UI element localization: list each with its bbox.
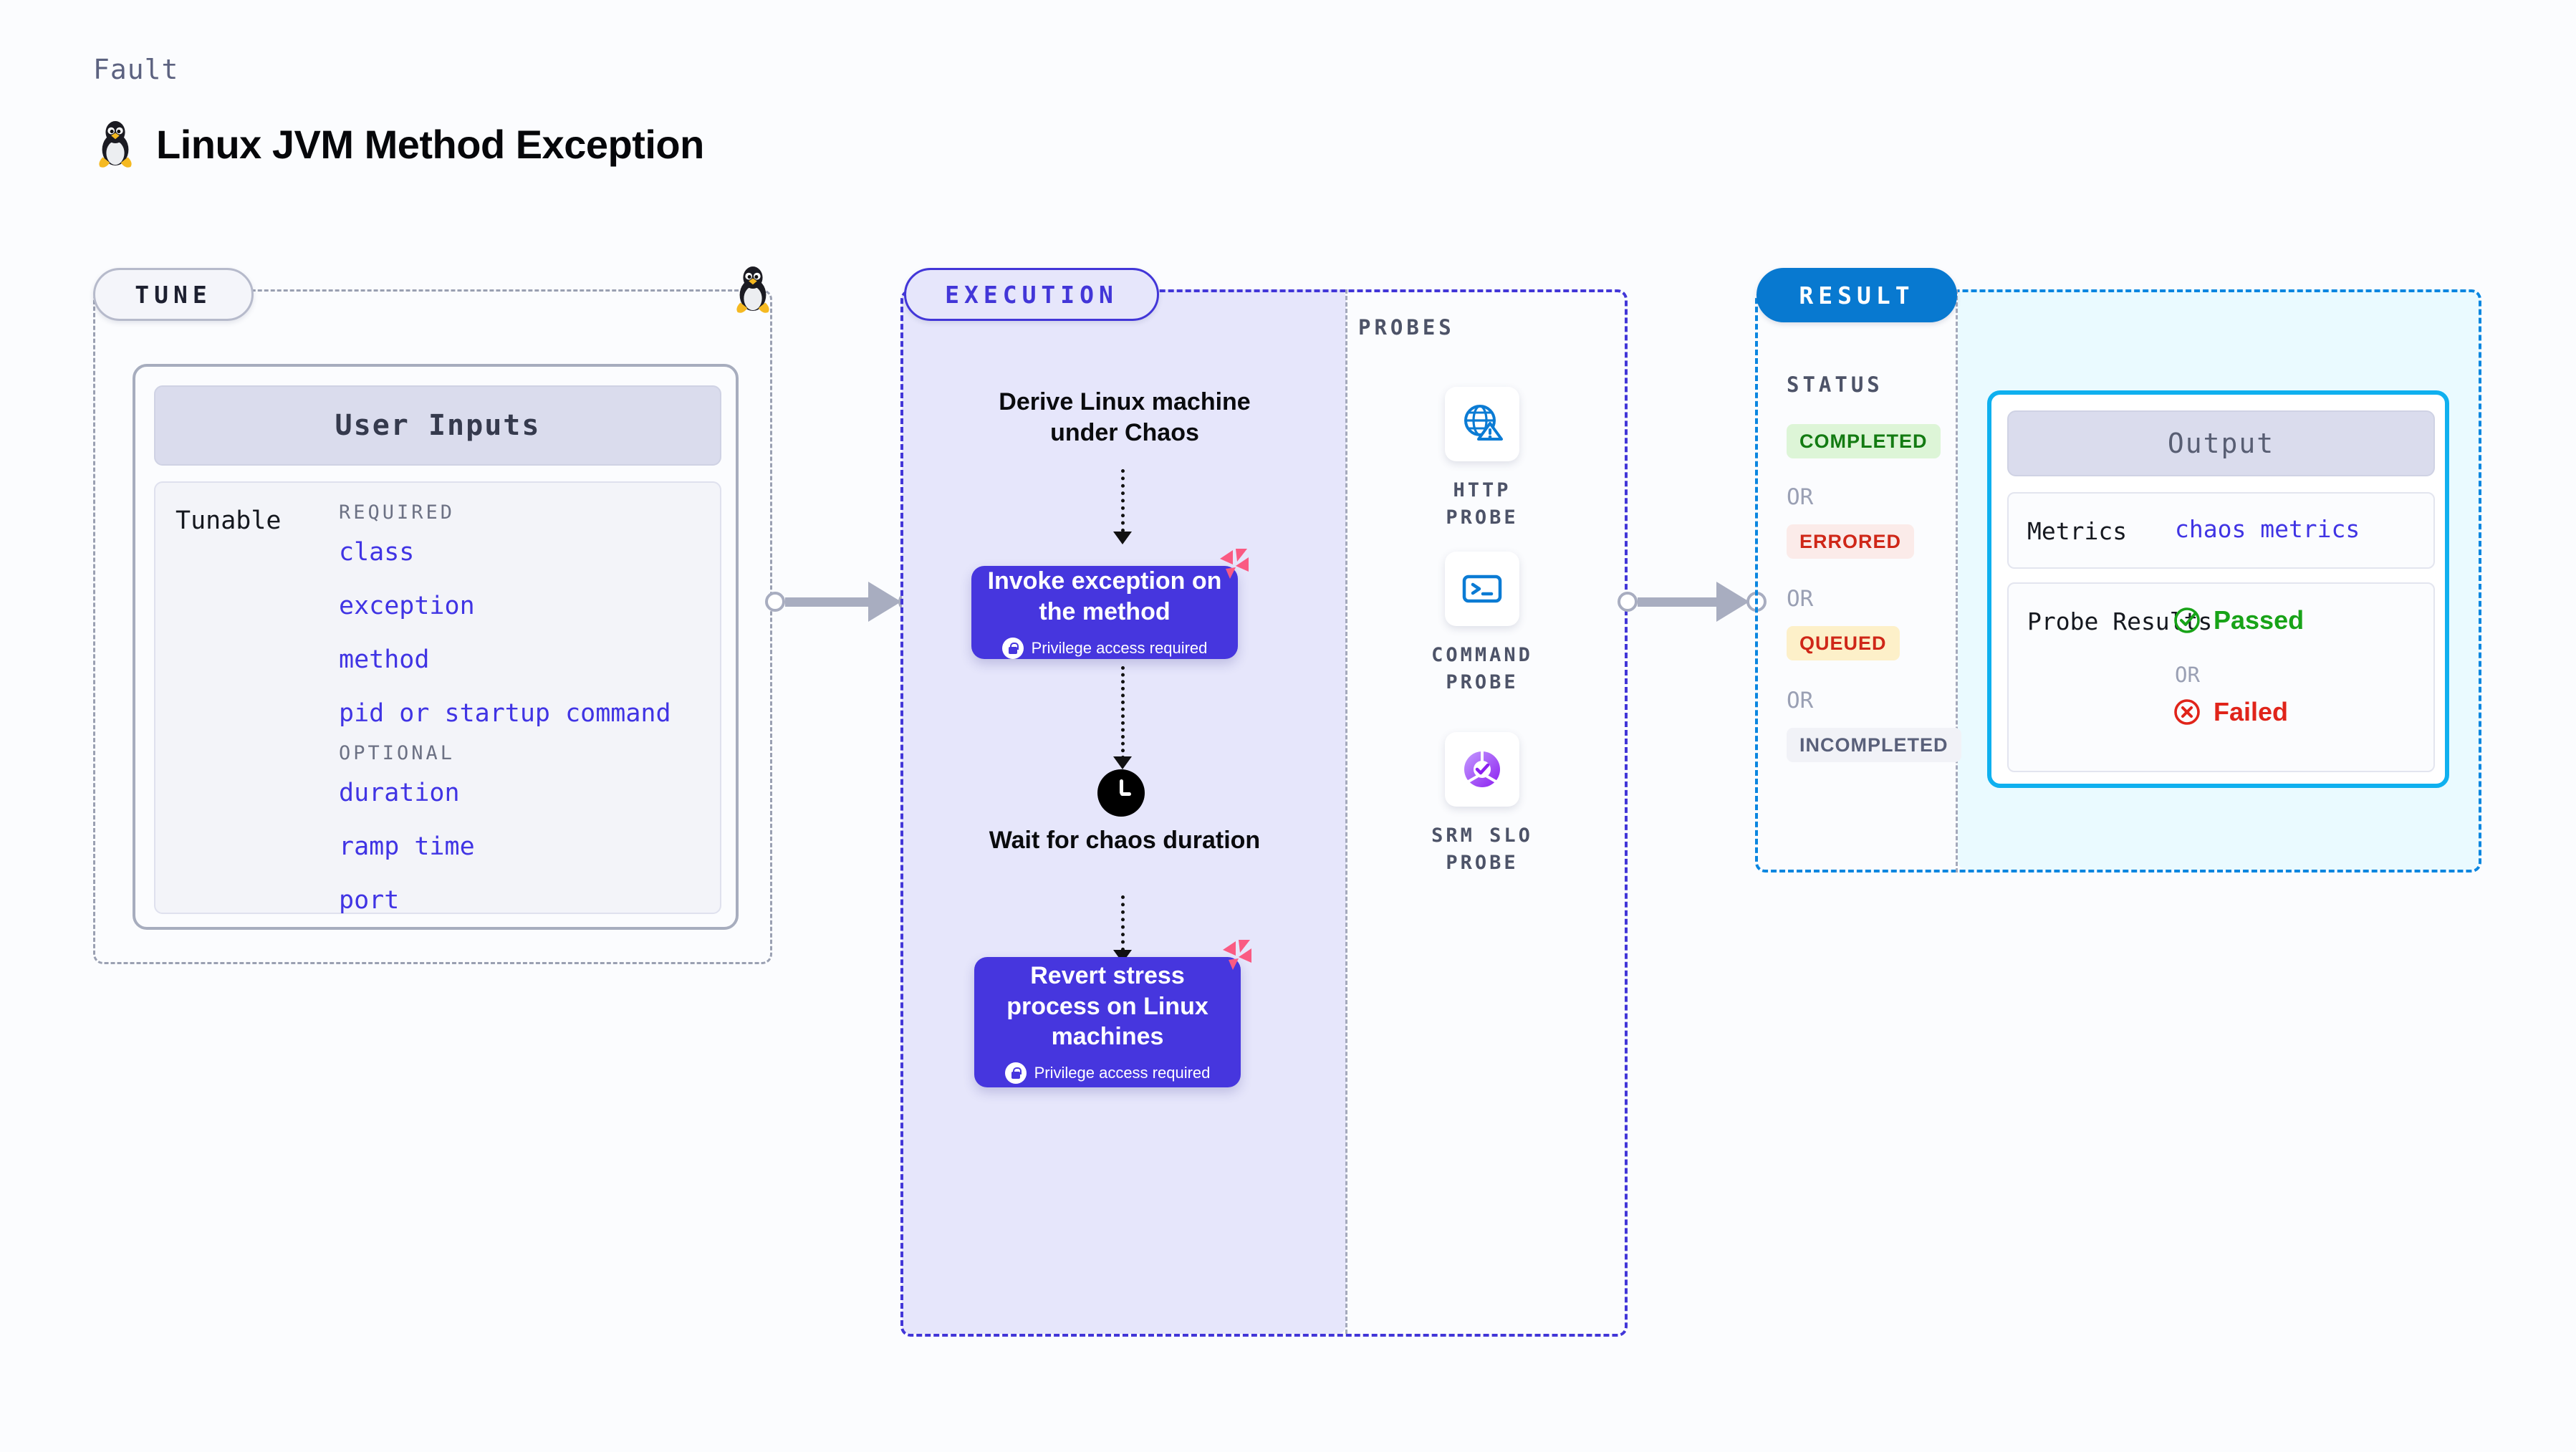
linux-penguin-icon <box>99 121 132 168</box>
probe-command[interactable]: COMMAND PROBE <box>1421 552 1543 696</box>
connector-probes-to-result <box>1618 582 1767 622</box>
probe-results-row: Probe Results Passed OR Failed <box>2007 582 2435 772</box>
lock-icon <box>1004 1062 1027 1085</box>
or-separator: OR <box>1787 688 1814 713</box>
status-badge-completed: COMPLETED <box>1787 424 1941 458</box>
tunable-class[interactable]: class <box>339 538 415 567</box>
probe-tile <box>1445 732 1519 807</box>
linux-penguin-icon-connector <box>736 266 769 313</box>
check-circle-icon <box>2174 607 2200 633</box>
result-divider <box>1956 289 1958 872</box>
metrics-value[interactable]: chaos metrics <box>2175 515 2360 543</box>
connector-arrowhead-icon <box>1716 582 1749 622</box>
tunable-port[interactable]: port <box>339 886 400 915</box>
tunable-ramp-time[interactable]: ramp time <box>339 832 475 861</box>
connector-arrowhead-icon <box>868 582 901 622</box>
connector-bar <box>1638 597 1718 607</box>
execution-step-revert-stress[interactable]: Revert stress process on Linux machines … <box>974 957 1241 1087</box>
flow-arrowhead-icon-2 <box>1113 756 1132 769</box>
metrics-key: Metrics <box>2027 517 2128 545</box>
harness-logo-icon <box>1220 549 1249 579</box>
flow-arrow-line <box>1121 469 1125 532</box>
privilege-row: Privilege access required <box>1004 1062 1211 1085</box>
step-wait-for-chaos-duration: Wait for chaos duration <box>989 827 1261 854</box>
probe-result-passed: Passed <box>2172 605 2304 635</box>
tunable-method[interactable]: method <box>339 645 430 674</box>
probe-result-failed: Failed <box>2172 697 2288 727</box>
slo-donut-check-icon <box>1464 750 1500 787</box>
metrics-row: Metrics chaos metrics <box>2007 492 2435 569</box>
lock-icon <box>1001 637 1024 659</box>
tunable-pid-or-startup-command[interactable]: pid or startup command <box>339 699 671 728</box>
probe-tile <box>1445 387 1519 461</box>
flow-arrow-line-3 <box>1121 895 1125 951</box>
privilege-row: Privilege access required <box>1001 637 1208 659</box>
output-title: Output <box>2007 410 2435 476</box>
connector-start-dot <box>765 592 785 612</box>
or-separator: OR <box>1787 484 1814 510</box>
probe-name: COMMAND PROBE <box>1431 644 1533 693</box>
probe-name: HTTP PROBE <box>1446 479 1519 529</box>
clock-icon <box>1097 769 1145 817</box>
status-badge-queued: QUEUED <box>1787 626 1900 660</box>
privilege-text: Privilege access required <box>1034 1064 1211 1082</box>
execution-step-label: Invoke exception on the method <box>987 567 1222 625</box>
flow-arrow-line-2 <box>1121 666 1125 759</box>
terminal-icon <box>1462 574 1502 603</box>
tune-pill[interactable]: TUNE <box>93 268 254 321</box>
status-badge-incompleted: INCOMPLETED <box>1787 728 1961 762</box>
connector-tune-to-execution <box>765 582 918 622</box>
tunable-list: REQUIRED class exception method pid or s… <box>339 501 671 929</box>
connector-start-dot <box>1618 592 1638 612</box>
execution-step-invoke-exception[interactable]: Invoke exception on the method Privilege… <box>971 566 1238 659</box>
step-derive-linux-machine: Derive Linux machine under Chaos <box>999 388 1251 447</box>
or-separator: OR <box>1787 586 1814 612</box>
tunable-body: Tunable REQUIRED class exception method … <box>154 481 721 915</box>
status-section-label: STATUS <box>1787 372 1883 397</box>
or-separator: OR <box>2175 663 2200 687</box>
user-inputs-title: User Inputs <box>154 385 721 466</box>
connector-bar <box>785 597 870 607</box>
x-circle-icon <box>2174 699 2200 725</box>
execution-probes-region <box>900 289 1628 1337</box>
tunable-label: Tunable <box>176 506 282 535</box>
fault-kicker: Fault <box>93 54 179 85</box>
probe-tile <box>1445 552 1519 626</box>
fault-title-row: Linux JVM Method Exception <box>93 118 704 170</box>
result-region <box>1755 289 2481 872</box>
tunable-exception[interactable]: exception <box>339 592 475 620</box>
tunable-duration[interactable]: duration <box>339 779 460 807</box>
flow-arrowhead-icon <box>1113 532 1132 544</box>
result-pill[interactable]: RESULT <box>1756 268 1957 322</box>
probes-divider <box>1345 289 1347 1334</box>
probe-srm-slo[interactable]: SRM SLO PROBE <box>1421 732 1543 877</box>
user-inputs-card: User Inputs Tunable REQUIRED class excep… <box>133 364 739 930</box>
privilege-text: Privilege access required <box>1031 638 1208 657</box>
probe-http[interactable]: HTTP PROBE <box>1421 387 1543 532</box>
optional-group-label: OPTIONAL <box>339 742 456 764</box>
execution-pill[interactable]: EXECUTION <box>904 268 1159 321</box>
globe-warning-icon <box>1464 405 1503 441</box>
status-badge-errored: ERRORED <box>1787 524 1915 559</box>
required-group-label: REQUIRED <box>339 501 456 524</box>
probe-name: SRM SLO PROBE <box>1431 824 1533 874</box>
probes-section-label: PROBES <box>1358 315 1455 340</box>
page-title: Linux JVM Method Exception <box>156 121 704 167</box>
output-card: Output Metrics chaos metrics Probe Resul… <box>1987 390 2449 788</box>
harness-logo-icon <box>1223 940 1251 970</box>
failed-label: Failed <box>2214 697 2289 726</box>
passed-label: Passed <box>2214 605 2305 635</box>
execution-step-label: Revert stress process on Linux machines <box>1006 961 1208 1051</box>
tune-region <box>93 289 772 964</box>
